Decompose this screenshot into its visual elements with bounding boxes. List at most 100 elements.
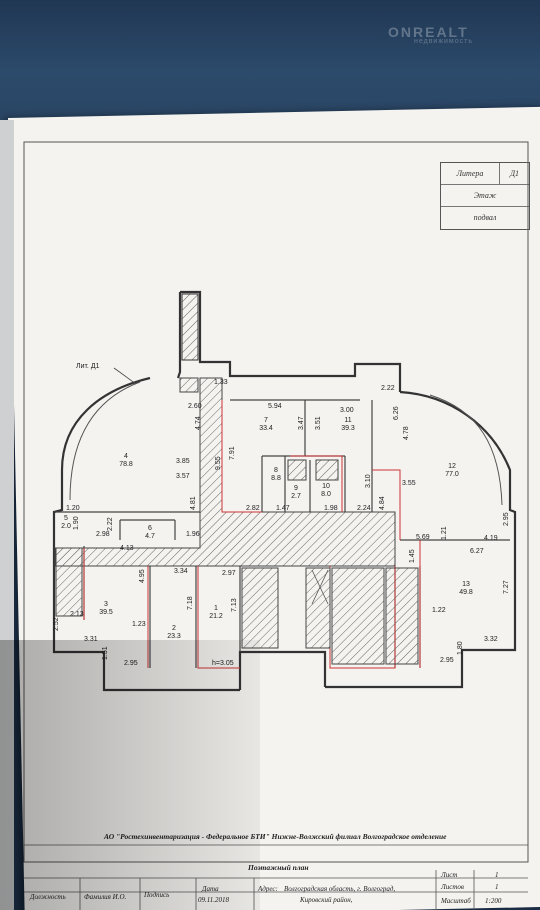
dimension-label: 2.22 bbox=[381, 385, 395, 392]
room-number: 11 bbox=[344, 417, 351, 424]
storage-block-8 bbox=[315, 459, 339, 481]
dimension-label: 1.20 bbox=[66, 505, 80, 512]
dimension-label: 2.82 bbox=[246, 505, 260, 512]
sheet-label: Лист bbox=[441, 871, 458, 879]
title-block: Литера Д1 Этаж подвал bbox=[440, 162, 530, 230]
room-number: 10 bbox=[322, 483, 330, 490]
room-number: 7 bbox=[264, 417, 268, 424]
room-area: 2.7 bbox=[291, 493, 301, 500]
stairs-small bbox=[311, 569, 329, 605]
dimension-label: 2.13 bbox=[70, 611, 84, 618]
room-number: 3 bbox=[104, 601, 108, 608]
dimension-label: 1.45 bbox=[409, 549, 416, 563]
dimension-label: 4.95 bbox=[139, 569, 146, 583]
dimension-label: h=3.05 bbox=[212, 660, 234, 667]
dimension-label: 2.60 bbox=[188, 403, 202, 410]
dimension-label: 3.32 bbox=[484, 636, 498, 643]
room-area: 33.4 bbox=[259, 425, 273, 432]
room-area: 2.0 bbox=[61, 523, 71, 530]
storage-block-1 bbox=[241, 567, 279, 649]
dimension-label: 1.90 bbox=[73, 516, 80, 530]
scale-value: 1:200 bbox=[485, 897, 502, 905]
plan-title: Поэтажный план bbox=[248, 863, 309, 872]
room-number: 4 bbox=[124, 453, 128, 460]
floor-label: Этаж bbox=[473, 191, 497, 200]
col-position: Должность bbox=[30, 893, 66, 901]
watermark-text: ONREALT bbox=[388, 24, 469, 40]
dimension-label: 1.98 bbox=[324, 505, 338, 512]
dimension-label: 1.96 bbox=[186, 531, 200, 538]
dimension-label: 4.78 bbox=[403, 426, 410, 440]
dimension-label: 5.94 bbox=[268, 403, 282, 410]
outer-walls bbox=[52, 290, 517, 692]
dimension-label: 3.10 bbox=[365, 474, 372, 488]
watermark-subtext: недвижимость bbox=[414, 38, 473, 45]
dimension-label: 2.97 bbox=[222, 570, 236, 577]
paper-stack-edge bbox=[0, 120, 14, 910]
storage-block-2 bbox=[305, 567, 331, 649]
address-label: Адрес: bbox=[258, 885, 278, 893]
dimension-label: 3.31 bbox=[84, 636, 98, 643]
dimension-label: 7.18 bbox=[187, 596, 194, 610]
dimension-label: 3.85 bbox=[176, 458, 190, 465]
stair-shaft bbox=[181, 293, 199, 361]
storage-block-6 bbox=[179, 377, 199, 393]
sheets-value: 1 bbox=[495, 883, 499, 891]
floor-value: подвал bbox=[473, 213, 497, 222]
room-number: 5 bbox=[64, 515, 68, 522]
scale-label: Масштаб bbox=[441, 897, 471, 905]
col-sign: Подпись bbox=[144, 891, 170, 899]
org-name: АО "Ростехинвентаризация - Федеральное Б… bbox=[104, 832, 447, 841]
room-area: 78.8 bbox=[119, 461, 133, 468]
dimension-label: 1.33 bbox=[214, 379, 228, 386]
room-number: 9 bbox=[294, 485, 298, 492]
dimension-label: 4.13 bbox=[120, 545, 134, 552]
address-line2: Кировский район, bbox=[300, 896, 353, 904]
room-area: 8.0 bbox=[321, 491, 331, 498]
room-number: 12 bbox=[448, 463, 456, 470]
sheet-value: 1 bbox=[495, 871, 499, 879]
dimension-label: 2.95 bbox=[440, 657, 454, 664]
storage-block-3 bbox=[331, 567, 385, 665]
dimension-label: 5.69 bbox=[416, 534, 430, 541]
dimension-label: 1.51 bbox=[102, 646, 109, 660]
dimension-label: 4.74 bbox=[195, 416, 202, 430]
dimension-label: 1.47 bbox=[276, 505, 290, 512]
dimension-label: 1.21 bbox=[441, 526, 448, 540]
watermark: ONREALT недвижимость bbox=[388, 24, 473, 45]
dimension-label: 3.55 bbox=[402, 480, 416, 487]
dimension-label: 4.81 bbox=[190, 496, 197, 510]
room-number: 8 bbox=[274, 467, 278, 474]
litera-label: Литера bbox=[456, 169, 484, 178]
storage-block-7 bbox=[287, 459, 307, 481]
dimension-label: 6.26 bbox=[393, 406, 400, 420]
dimension-label: 1.80 bbox=[457, 641, 464, 655]
drawing-frame bbox=[23, 141, 529, 863]
dimension-label: 6.27 bbox=[470, 548, 484, 555]
dimension-label: 4.19 bbox=[484, 535, 498, 542]
dimension-label: 2.95 bbox=[124, 660, 138, 667]
room-area: 23.3 bbox=[167, 633, 181, 640]
room-area: 39.5 bbox=[99, 609, 113, 616]
room-area: 39.3 bbox=[341, 425, 355, 432]
room-area: 8.8 bbox=[271, 475, 281, 482]
dimension-label: 2.52 bbox=[53, 617, 60, 631]
dimension-label: 2.95 bbox=[503, 512, 510, 526]
col-date: Дата bbox=[202, 885, 219, 893]
dimension-label: 2.24 bbox=[357, 505, 371, 512]
dimension-label: 3.34 bbox=[174, 568, 188, 575]
date-value: 09.11.2018 bbox=[198, 896, 229, 904]
dimension-label: 1.22 bbox=[432, 607, 446, 614]
dimension-label: 7.13 bbox=[231, 598, 238, 612]
dimension-label: 7.27 bbox=[503, 580, 510, 594]
dimension-label: 3.00 bbox=[340, 407, 354, 414]
col-name: Фамилия И.О. bbox=[84, 893, 127, 901]
litera-value: Д1 bbox=[499, 163, 529, 184]
room-area: 49.8 bbox=[459, 589, 473, 596]
room-area: 4.7 bbox=[145, 533, 155, 540]
dimension-label: 3.47 bbox=[298, 416, 305, 430]
